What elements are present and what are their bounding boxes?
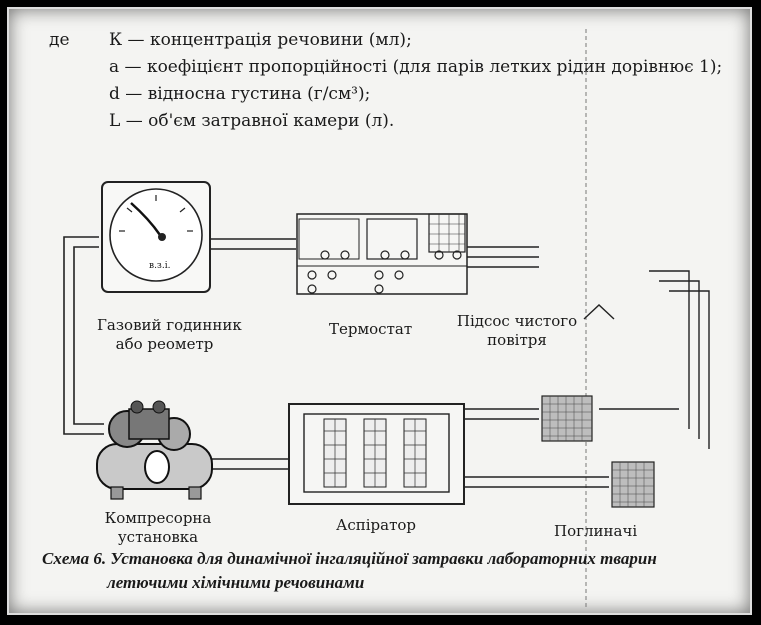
definitions-prefix: де <box>49 30 70 50</box>
absorber-bottom <box>611 461 655 508</box>
gas-meter-gauge <box>101 181 211 293</box>
label-thermostat: Термостат <box>329 320 413 338</box>
label-absorbers: Поглиначі <box>554 522 638 540</box>
label-clean-air: Підсос чистого повітря <box>447 312 587 350</box>
definition-l: L — об'єм затравної камери (л). <box>109 111 395 131</box>
label-gas-meter-line2: або реометр <box>115 335 214 353</box>
definition-d: d — відносна густина (г/см³); <box>109 84 371 104</box>
thermostat-unit <box>296 213 468 295</box>
aspirator-unit <box>288 403 465 505</box>
label-gas-meter: Газовий годинник або реометр <box>97 316 242 354</box>
pipe-compressor-to-aspirator <box>209 458 289 470</box>
figure-caption-line2: летючими хімічними речовинами <box>107 573 365 592</box>
pipe-compressor-to-meter <box>63 236 104 435</box>
pipe-clean-air <box>583 270 710 449</box>
label-clean-air-line2: повітря <box>487 331 547 349</box>
compressor-unit <box>96 400 213 500</box>
pipe-meter-to-thermostat <box>209 238 296 250</box>
label-clean-air-line1: Підсос чистого <box>456 312 578 330</box>
label-compressor-line2: установка <box>117 528 199 546</box>
pipe-thermostat-to-right <box>467 246 539 268</box>
absorber-top <box>541 395 593 442</box>
setup-diagram <box>63 29 710 609</box>
gauge-unit-label: в.з.і. <box>149 261 171 271</box>
definition-k: К — концентрація речовини (мл); <box>109 30 412 50</box>
scanned-page: де К — концентрація речовини (мл); а — к… <box>7 7 752 615</box>
label-gas-meter-line1: Газовий годинник <box>97 316 242 334</box>
definition-a: а — коефіцієнт пропорційності (для парів… <box>109 57 723 77</box>
label-compressor: Компресорна установка <box>93 509 223 547</box>
label-aspirator: Аспіратор <box>336 516 417 534</box>
figure-caption-line1: Схема 6. Установка для динамічної інгаля… <box>42 549 657 568</box>
label-compressor-line1: Компресорна <box>104 509 212 527</box>
